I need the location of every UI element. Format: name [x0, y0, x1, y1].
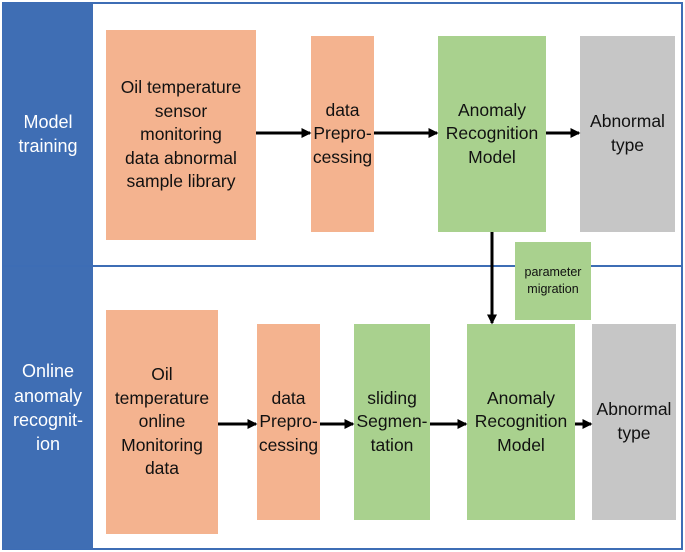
sample-library-box: Oil temperature sensor monitoring data a… [106, 30, 256, 240]
training-model-box: Anomaly Recognition Model [438, 36, 546, 232]
online-model-box: Anomaly Recognition Model [467, 324, 575, 520]
training-output-box: Abnormal type [580, 36, 675, 232]
training-section-label: Model training [3, 3, 93, 265]
online-monitoring-box: Oil temperature online Monitoring data [106, 310, 218, 534]
online-preprocessing-box: data Prepro- cessing [257, 324, 320, 520]
online-segmentation-box: sliding Segmen- tation [354, 324, 430, 520]
parameter-migration-label: parameter migration [515, 242, 591, 320]
training-preprocessing-box: data Prepro- cessing [311, 36, 374, 232]
online-section-label: Online anomaly recognit- ion [3, 267, 93, 549]
online-output-box: Abnormal type [592, 324, 676, 520]
